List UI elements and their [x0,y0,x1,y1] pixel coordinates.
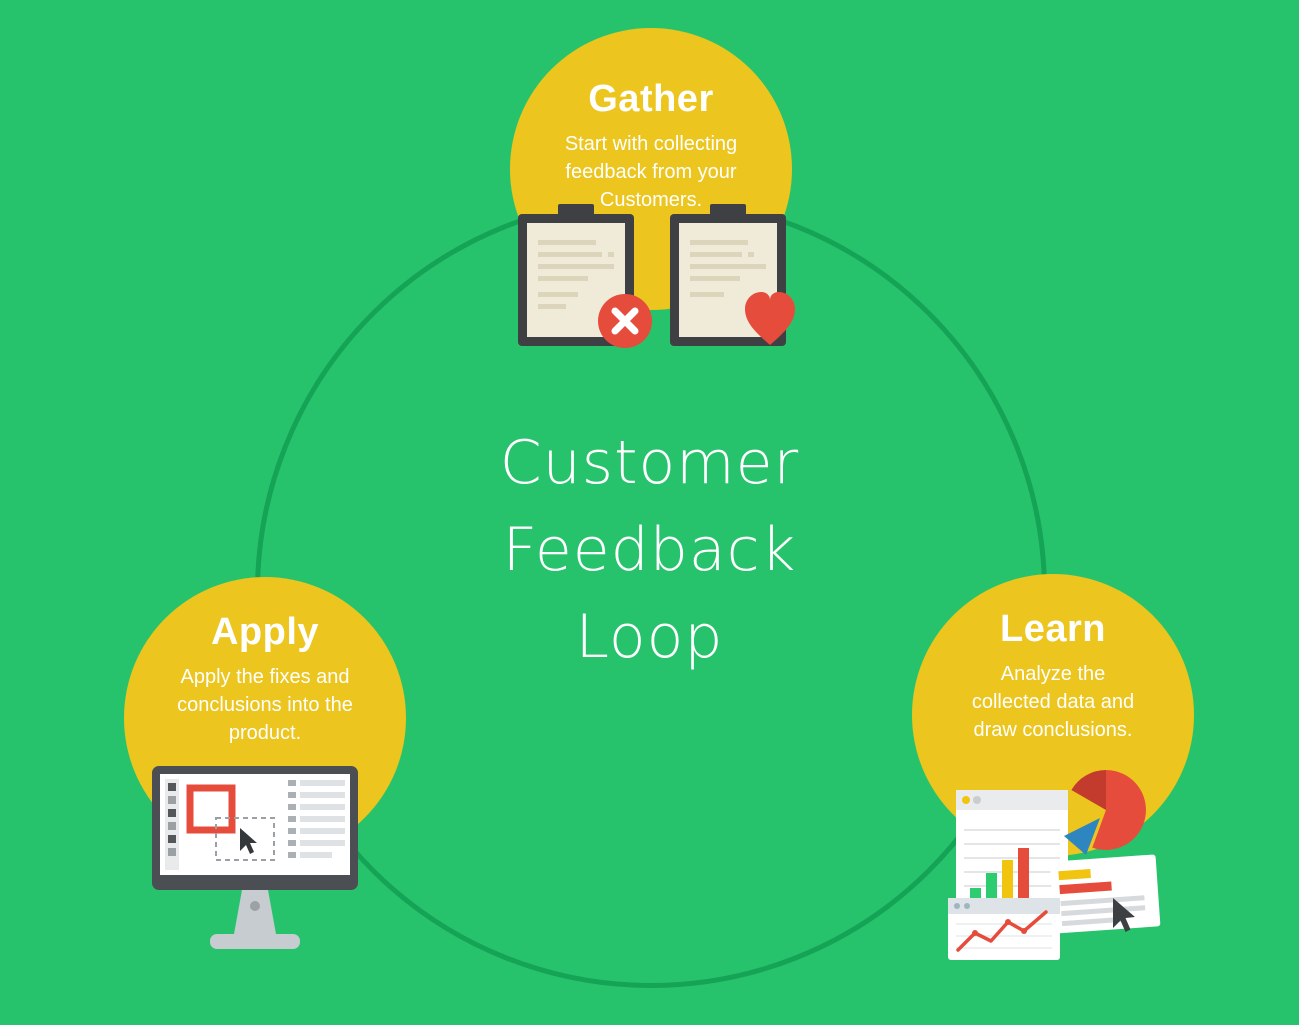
node-gather-label: Gather [588,78,714,120]
node-apply-label: Apply [210,611,320,653]
page-title: Customer Feedback Loop [0,420,1299,681]
page-title-line-1: Customer [499,428,800,498]
node-learn-description: Analyze the collected data and draw conc… [971,663,1135,741]
analytics-charts-icon [948,770,1161,960]
report-sheet-icon [1049,854,1161,934]
pie-chart-icon [1064,770,1146,855]
line-chart-window-icon [948,898,1060,960]
node-learn-label: Learn [1000,608,1106,650]
node-apply-description: Apply the fixes and conclusions into the… [177,666,353,744]
cursor-icon [1113,898,1135,932]
node-gather-description: Start with collecting feedback from your… [564,133,738,211]
clipboards-feedback-icon [518,204,795,348]
x-badge-icon [598,294,652,348]
heart-icon [745,292,795,345]
monitor-icon [152,766,358,949]
page-title-line-3: Loop [575,602,724,672]
cursor-icon [240,828,257,854]
design-monitor-icon [152,766,358,949]
monitor-base [210,934,300,949]
red-square-shape [186,784,236,834]
page-title-line-2: Feedback [502,515,797,585]
monitor-stand [234,890,276,934]
